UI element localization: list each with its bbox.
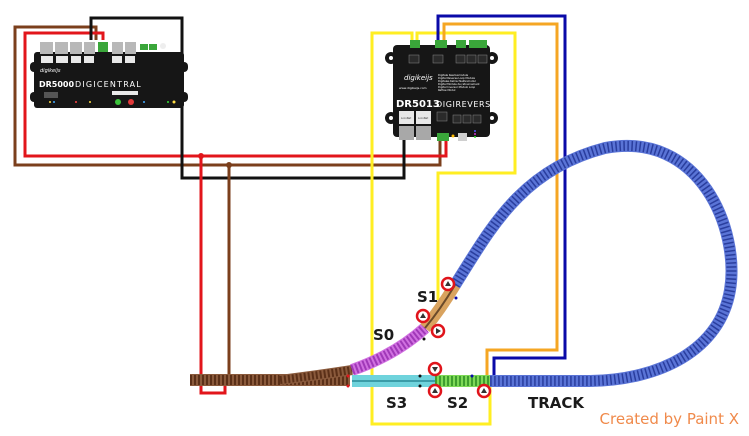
marker-s2-top bbox=[427, 361, 443, 377]
dr5013-terminal-yellow bbox=[410, 40, 420, 48]
device-dr5013: digikeijs www.digikeijs.com Digitale Kee… bbox=[385, 40, 498, 141]
track-loop bbox=[449, 140, 738, 387]
svg-text:Digital Inversor Módulo Loop: Digital Inversor Módulo Loop bbox=[438, 85, 475, 89]
wire-red-junction bbox=[198, 153, 204, 159]
wire-yellow-s3 bbox=[370, 31, 492, 426]
device-dr5000: digikeijs DR5000 DIGICENTRAL bbox=[30, 42, 188, 108]
svg-text:Digitales Kehrschleifenmodul: Digitales Kehrschleifenmodul bbox=[438, 79, 476, 83]
dr5013-terminal-bus bbox=[469, 40, 487, 48]
dr5000-brand: digikeijs bbox=[40, 68, 61, 74]
dr5013-model: DR5013 bbox=[396, 99, 440, 110]
svg-text:Digital Module de retournement: Digital Module de retournement bbox=[438, 82, 479, 86]
wire-brown-main bbox=[13, 25, 442, 167]
dr5000-go-led bbox=[115, 99, 121, 105]
label-s2: S2 bbox=[447, 394, 468, 412]
svg-text:Reflow Modul: Reflow Modul bbox=[438, 88, 456, 92]
label-s1: S1 bbox=[417, 288, 438, 306]
label-s3: S3 bbox=[386, 394, 407, 412]
wire-blue bbox=[436, 14, 567, 378]
dr5013-name: DIGIREVERSE bbox=[436, 100, 497, 109]
svg-text:LocoNet: LocoNet bbox=[401, 116, 411, 120]
dr5013-brand: digikeijs bbox=[404, 74, 433, 82]
marker-s1-right bbox=[430, 323, 446, 339]
marker-s1-top bbox=[440, 276, 456, 292]
wire-red-track bbox=[199, 156, 227, 395]
credit-text: Created by Paint X bbox=[599, 410, 739, 428]
track-switch-diverge bbox=[279, 365, 353, 385]
wire-brown-junction bbox=[226, 162, 232, 168]
label-s0: S0 bbox=[373, 326, 394, 344]
dr5013-loconet-port-1 bbox=[399, 111, 414, 124]
svg-text:LocoNet: LocoNet bbox=[418, 116, 428, 120]
dr5013-terminal-aux bbox=[456, 40, 466, 48]
wire-red-main bbox=[23, 31, 448, 158]
dr5000-labels-row bbox=[41, 56, 135, 63]
dr5013-description: Digitale Keerlusmodule Digital Reverse L… bbox=[438, 73, 479, 92]
dr5013-terminal-power bbox=[437, 133, 449, 141]
marker-track bbox=[476, 383, 492, 399]
dr5013-loconet-port-2 bbox=[416, 111, 431, 124]
dr5000-model: DR5000 bbox=[39, 80, 75, 89]
marker-s1-left bbox=[415, 308, 431, 324]
dr5000-ports bbox=[40, 42, 166, 54]
dr5013-usb-port bbox=[458, 133, 467, 141]
dr5013-terminal-track bbox=[435, 40, 447, 48]
dr5000-stop-led bbox=[128, 99, 134, 105]
dr5000-control-label bbox=[112, 91, 138, 95]
tracks bbox=[190, 140, 738, 388]
marker-s2-bottom bbox=[427, 383, 443, 399]
label-track: TRACK bbox=[528, 394, 585, 412]
dr5013-url: www.digikeijs.com bbox=[399, 86, 427, 90]
isolation-markers bbox=[415, 276, 492, 399]
dr5000-name: DIGICENTRAL bbox=[75, 80, 142, 89]
wire-yellow-s1 bbox=[415, 31, 517, 300]
svg-text:Digital Reverse Loop Module: Digital Reverse Loop Module bbox=[438, 76, 475, 80]
svg-text:Digitale Keerlusmodule: Digitale Keerlusmodule bbox=[438, 73, 469, 77]
